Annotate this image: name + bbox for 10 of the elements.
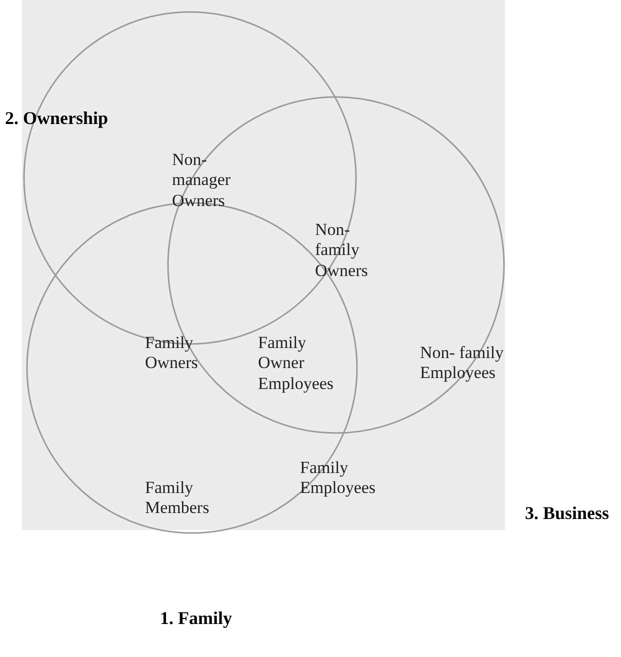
region-label: Non- family Employees <box>420 343 505 384</box>
region-label: Family Owner Employees <box>258 333 335 394</box>
circle-title: 3. Business <box>525 503 610 524</box>
region-label: Family Members <box>145 478 210 519</box>
circle-title: 1. Family <box>160 608 232 629</box>
circle-title: 2. Ownership <box>5 108 108 129</box>
region-label: Family Employees <box>300 458 377 499</box>
region-label: Non- manager Owners <box>172 150 232 212</box>
region-label: Family Owners <box>145 333 199 374</box>
region-label: Non- family Owners <box>315 220 369 282</box>
